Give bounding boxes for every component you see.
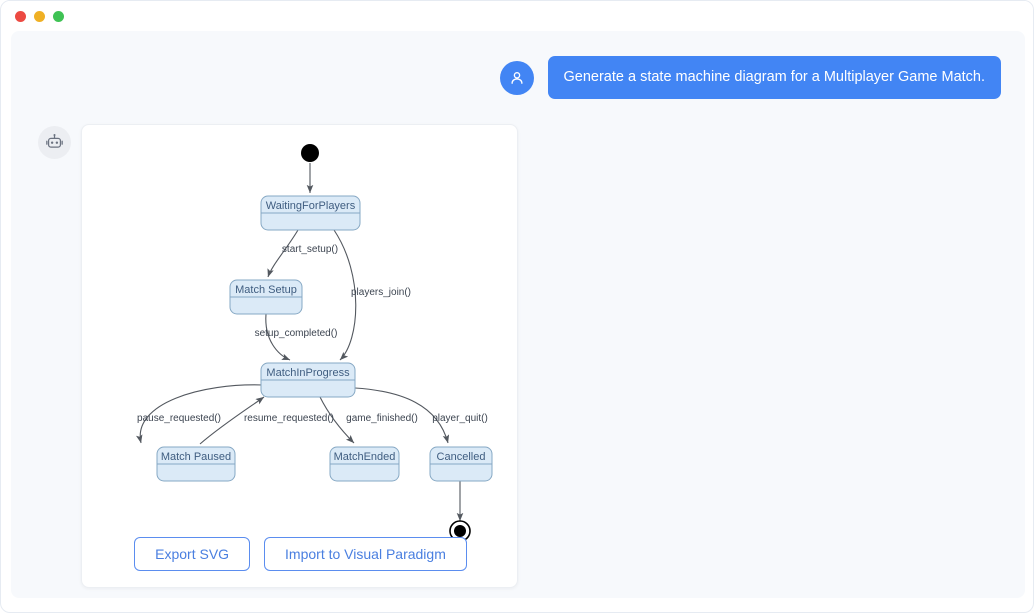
edge-waitingforplayers-matchinprogress <box>333 229 357 361</box>
state-label: Match Paused <box>161 451 231 463</box>
chat-content-area: Generate a state machine diagram for a M… <box>11 31 1025 598</box>
window-close-button[interactable] <box>15 10 26 22</box>
user-icon <box>510 71 523 84</box>
diagram-edge-labels: start_setup() players_join() setup_compl… <box>137 244 488 424</box>
edge-matchinprogress-matchpaused <box>136 384 264 444</box>
edge-matchinprogress-matchended <box>319 396 355 444</box>
start-state-node <box>301 144 319 162</box>
state-matchpaused[interactable]: Match Paused <box>156 446 236 482</box>
edge-label-resume-requested: resume_requested() <box>244 413 334 424</box>
edge-waitingforplayers-matchsetup <box>267 229 299 278</box>
state-cancelled[interactable]: Cancelled <box>429 446 493 482</box>
state-machine-diagram: start_setup() players_join() setup_compl… <box>136 144 493 542</box>
state-label: WaitingForPlayers <box>266 200 356 212</box>
edge-label-setup-completed: setup_completed() <box>255 328 338 339</box>
edge-label-pause-requested: pause_requested() <box>137 413 221 424</box>
state-matchsetup[interactable]: Match Setup <box>229 279 303 315</box>
state-label: Cancelled <box>437 451 486 463</box>
window-minimize-button[interactable] <box>34 10 45 22</box>
edge-label-player-quit: player_quit() <box>432 413 488 424</box>
user-message-row: Generate a state machine diagram for a M… <box>499 56 1001 100</box>
state-label: MatchEnded <box>334 451 396 463</box>
window-titlebar <box>1 1 1033 31</box>
state-label: Match Setup <box>235 284 297 296</box>
state-label: MatchInProgress <box>266 367 350 379</box>
final-state-node <box>449 520 471 542</box>
edge-matchinprogress-cancelled <box>354 387 450 444</box>
diagram-edges <box>136 163 464 522</box>
edge-matchsetup-matchinprogress <box>265 313 291 361</box>
diagram-card: start_setup() players_join() setup_compl… <box>81 124 518 588</box>
export-svg-button[interactable]: Export SVG <box>134 537 251 571</box>
card-action-bar: Export SVG Import to Visual Paradigm <box>82 537 517 571</box>
state-nodes: WaitingForPlayers Match Setup MatchInPro… <box>156 195 493 482</box>
import-visual-paradigm-button[interactable]: Import to Visual Paradigm <box>264 537 467 571</box>
user-message-bubble: Generate a state machine diagram for a M… <box>547 56 1001 100</box>
window-maximize-button[interactable] <box>53 10 64 22</box>
edge-label-start-setup: start_setup() <box>282 244 338 255</box>
edge-label-game-finished: game_finished() <box>346 413 418 424</box>
bot-avatar <box>38 126 71 159</box>
state-waitingforplayers[interactable]: WaitingForPlayers <box>260 195 361 231</box>
edge-label-players-join: players_join() <box>351 287 411 298</box>
edge-matchpaused-matchinprogress <box>199 396 265 445</box>
user-avatar <box>499 60 534 95</box>
state-matchinprogress[interactable]: MatchInProgress <box>260 362 356 398</box>
state-matchended[interactable]: MatchEnded <box>329 446 400 482</box>
robot-icon <box>46 134 63 148</box>
